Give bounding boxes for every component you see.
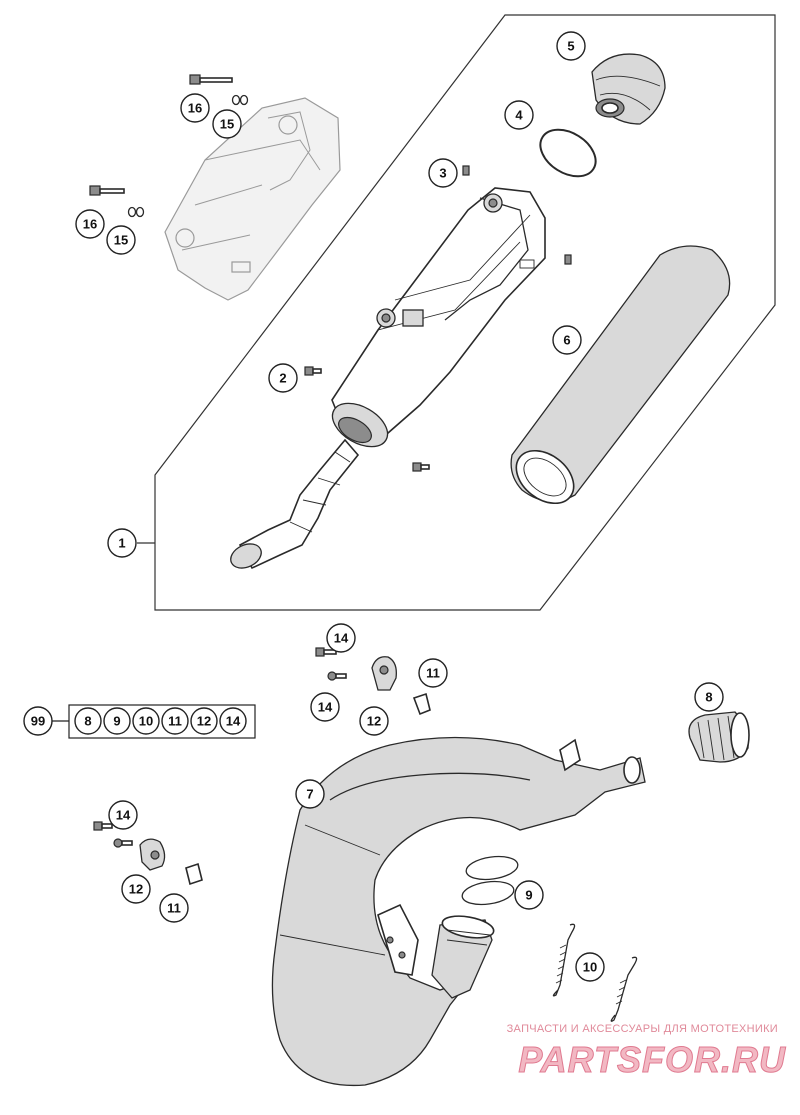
svg-text:8: 8: [705, 690, 712, 705]
callout-5: 5: [556, 31, 586, 61]
screw-3: [462, 165, 572, 265]
svg-text:14: 14: [116, 808, 131, 823]
callout-11-lower: 11: [159, 893, 189, 923]
svg-text:1: 1: [118, 536, 125, 551]
silencer-assembly-frame: [154, 14, 776, 611]
watermark-brand: PARTSFOR.RU: [518, 1039, 786, 1080]
callout-4: 4: [504, 100, 534, 130]
svg-text:12: 12: [129, 882, 143, 897]
svg-text:4: 4: [515, 108, 523, 123]
svg-text:11: 11: [167, 901, 181, 916]
clip-nut-11-lower: [185, 862, 203, 886]
silencer-housing-ghost: [164, 97, 341, 301]
callout-1: 1: [107, 528, 137, 558]
callout-2: 2: [268, 363, 298, 393]
svg-text:9: 9: [525, 888, 532, 903]
kit-item-8: 8: [74, 707, 102, 735]
kit-item-11: 11: [161, 707, 189, 735]
svg-text:8: 8: [84, 714, 91, 729]
svg-text:12: 12: [367, 714, 381, 729]
callout-99: 99: [23, 706, 53, 736]
svg-text:12: 12: [197, 714, 211, 729]
callout-15-lower: 15: [106, 225, 136, 255]
callout-12-lower: 12: [121, 874, 151, 904]
svg-text:11: 11: [168, 714, 182, 729]
callout-9: 9: [514, 880, 544, 910]
callout-7: 7: [295, 779, 325, 809]
clip-nut-11-upper: [412, 692, 431, 716]
svg-text:2: 2: [279, 371, 286, 386]
svg-text:5: 5: [567, 39, 574, 54]
gasket-ring-4: [539, 128, 597, 178]
callout-10: 10: [575, 952, 605, 982]
rubber-mount-12-lower: [139, 838, 166, 871]
callout-11-upper: 11: [418, 658, 448, 688]
bolt-16-upper: [189, 74, 233, 85]
kit-item-12: 12: [190, 707, 218, 735]
callout-15-upper: 15: [212, 109, 242, 139]
callout-16-lower: 16: [75, 209, 105, 239]
exhaust-pipe-7: [271, 736, 646, 1087]
gasket-9-lower: [461, 880, 515, 906]
callout-16-upper: 16: [180, 93, 210, 123]
callout-6: 6: [552, 325, 582, 355]
kit-item-14: 14: [219, 707, 247, 735]
bolt-2: [304, 366, 430, 472]
svg-text:7: 7: [306, 787, 313, 802]
bolt-14-upper: [315, 647, 347, 681]
svg-text:10: 10: [139, 714, 153, 729]
silencer-housing: [331, 187, 546, 448]
svg-text:14: 14: [334, 631, 349, 646]
oring-15-lower: [127, 206, 145, 218]
svg-text:11: 11: [426, 666, 440, 681]
svg-text:3: 3: [439, 166, 446, 181]
callout-14-top: 14: [326, 623, 356, 653]
callout-14-mid: 14: [310, 692, 340, 722]
callout-8: 8: [694, 682, 724, 712]
bolt-16-lower: [89, 185, 125, 196]
oring-15-upper: [231, 94, 249, 106]
kit-item-10: 10: [132, 707, 160, 735]
end-cap-5: [591, 53, 666, 125]
svg-text:16: 16: [188, 101, 202, 116]
gasket-9-upper: [465, 855, 519, 881]
watermark-subtitle: ЗАПЧАСТИ И АКСЕССУАРЫ ДЛЯ МОТОТЕХНИКИ: [507, 1023, 778, 1035]
svg-text:14: 14: [318, 700, 333, 715]
silencer-outer-tube-6: [510, 245, 731, 505]
rubber-sleeve-8: [688, 711, 750, 763]
spring-10: [552, 923, 638, 1022]
callout-3: 3: [428, 158, 458, 188]
svg-text:15: 15: [220, 117, 234, 132]
svg-text:10: 10: [583, 960, 597, 975]
callout-12-upper: 12: [359, 706, 389, 736]
svg-text:14: 14: [226, 714, 241, 729]
svg-text:16: 16: [83, 217, 97, 232]
rubber-mount-12-upper: [371, 656, 397, 691]
svg-text:99: 99: [31, 714, 45, 729]
svg-text:6: 6: [563, 333, 570, 348]
svg-text:9: 9: [113, 714, 120, 729]
callout-14-lower: 14: [108, 800, 138, 830]
kit-item-9: 9: [103, 707, 131, 735]
silencer-inlet-pipe: [230, 438, 360, 570]
bolt-14-lower: [93, 821, 133, 848]
svg-text:15: 15: [114, 233, 128, 248]
